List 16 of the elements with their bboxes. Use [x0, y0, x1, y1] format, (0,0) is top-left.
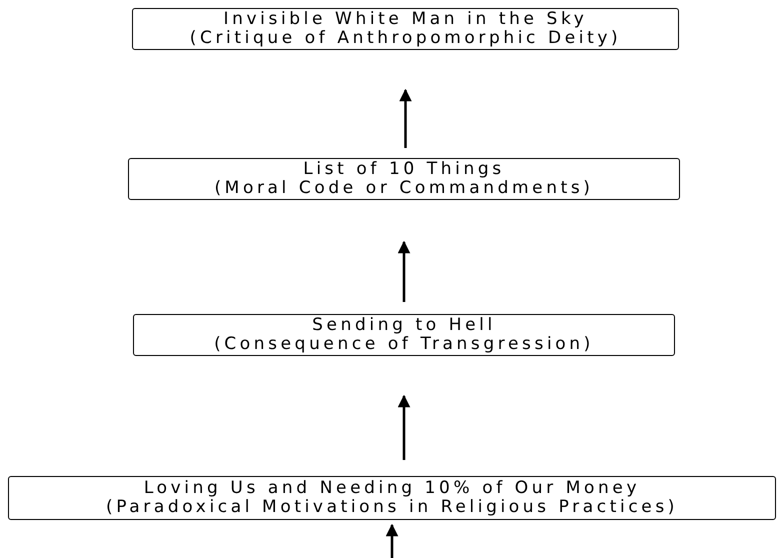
- label-box: [8, 476, 776, 520]
- node-title: Loving Us and Needing 10% of Our Money: [144, 479, 640, 498]
- node-subtitle: (Critique of Anthropomorphic Deity): [190, 29, 622, 48]
- node-subtitle: (Moral Code or Commandments): [214, 179, 594, 198]
- label-box: [128, 158, 680, 200]
- label-box: [133, 314, 675, 356]
- node-title: List of 10 Things: [303, 160, 505, 179]
- arrow: [398, 394, 410, 460]
- node-title: Invisible White Man in the Sky: [224, 10, 588, 29]
- node-subtitle: (Consequence of Transgression): [214, 335, 594, 354]
- arrow: [386, 524, 398, 558]
- node-subtitle: (Paradoxical Motivations in Religious Practices): [106, 498, 678, 517]
- label-box: [132, 8, 679, 50]
- node-title: Sending to Hell: [312, 316, 496, 335]
- arrow: [399, 88, 412, 148]
- arrow: [398, 240, 410, 302]
